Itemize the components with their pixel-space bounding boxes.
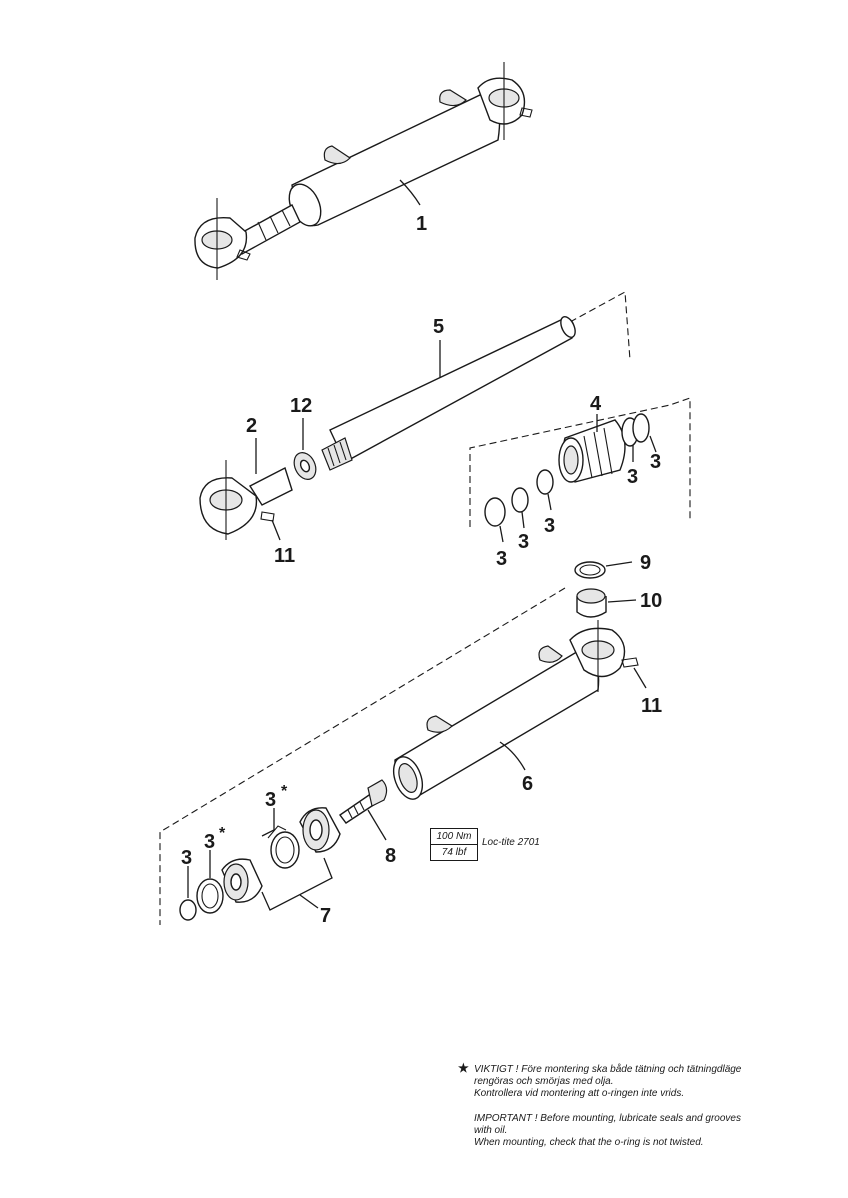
callout-3-h: 3 bbox=[181, 847, 192, 869]
callout-9: 9 bbox=[640, 552, 651, 574]
callout-11-upper: 11 bbox=[274, 545, 295, 567]
torque-spec-box: 100 Nm 74 lbf bbox=[430, 828, 478, 861]
cylinder-group-outline bbox=[159, 587, 566, 925]
seal-ring-d bbox=[511, 487, 529, 513]
callout-5: 5 bbox=[433, 316, 444, 338]
note-en-line1: IMPORTANT ! Before mounting, lubricate s… bbox=[474, 1113, 741, 1124]
torque-lbf: 74 lbf bbox=[431, 844, 477, 860]
seal-ring-b bbox=[632, 413, 650, 443]
note-en-line3: When mounting, check that the o-ring is … bbox=[474, 1137, 704, 1148]
piston-rod bbox=[321, 316, 576, 471]
grease-nipple-upper bbox=[260, 511, 275, 522]
callout-8: 8 bbox=[385, 845, 396, 867]
callout-10: 10 bbox=[640, 590, 662, 612]
callout-2: 2 bbox=[246, 415, 257, 437]
note-en-line2: with oil. bbox=[474, 1125, 508, 1136]
callout-12: 12 bbox=[290, 395, 312, 417]
callout-3-b: 3 bbox=[650, 451, 661, 473]
piston-group bbox=[179, 807, 341, 921]
note-star: ★ bbox=[458, 1061, 469, 1075]
gland bbox=[558, 419, 626, 483]
note-sv-line1: ★VIKTIGT ! Före montering ska både tätni… bbox=[458, 1061, 742, 1075]
callout-4: 4 bbox=[590, 393, 602, 415]
callout-3-g-star: * bbox=[219, 825, 226, 842]
assembly-notes: ★VIKTIGT ! Före montering ska både tätni… bbox=[458, 1062, 828, 1149]
callout-3-c: 3 bbox=[496, 548, 507, 570]
assembled-cylinder bbox=[194, 62, 533, 280]
grease-nipple-lower bbox=[621, 657, 639, 668]
note-sv-line3: Kontrollera vid montering att o-ringen i… bbox=[474, 1088, 685, 1099]
rod-eye bbox=[199, 460, 293, 540]
cylinder-barrel bbox=[392, 620, 626, 800]
bushing bbox=[576, 588, 607, 618]
nut bbox=[293, 452, 317, 480]
callout-1: 1 bbox=[416, 213, 427, 235]
callout-3-g: 3 bbox=[204, 831, 215, 853]
callout-3-f-star: * bbox=[281, 783, 288, 800]
callout-3-f: 3 bbox=[265, 789, 276, 811]
threadlocker-label: Loc-tite 2701 bbox=[482, 837, 540, 848]
callout-6: 6 bbox=[522, 773, 533, 795]
callout-3-e: 3 bbox=[544, 515, 555, 537]
callout-7: 7 bbox=[320, 905, 331, 927]
seal-ring-c bbox=[484, 497, 506, 527]
note-sv-line2: rengöras och smörjas med olja. bbox=[474, 1076, 614, 1087]
torque-nm: 100 Nm bbox=[436, 831, 472, 842]
snap-ring bbox=[574, 561, 606, 579]
seal-group-outline bbox=[469, 397, 691, 527]
callout-11-lower: 11 bbox=[641, 695, 662, 717]
piston-bolt bbox=[339, 779, 388, 824]
callout-3-d: 3 bbox=[518, 531, 529, 553]
callout-3-a: 3 bbox=[627, 466, 638, 488]
seal-ring-e bbox=[536, 469, 554, 495]
